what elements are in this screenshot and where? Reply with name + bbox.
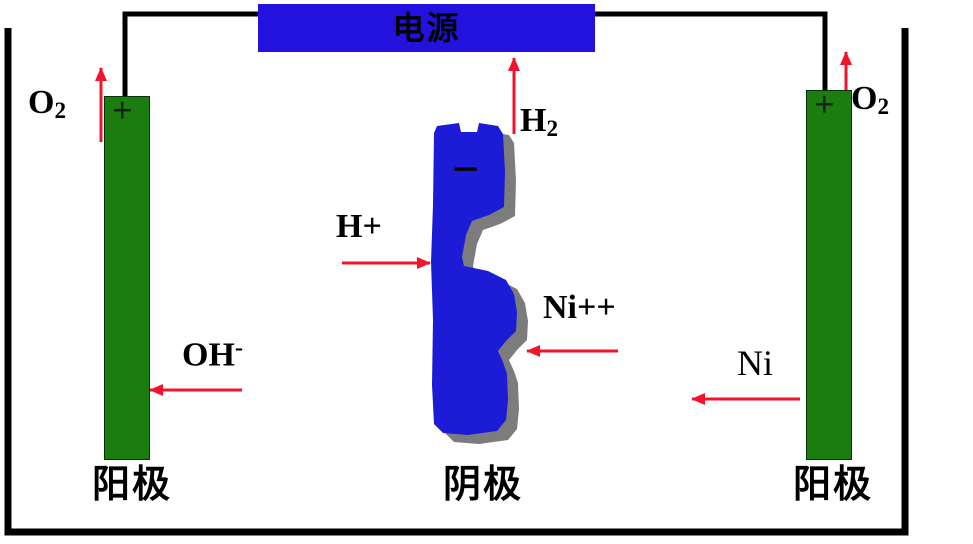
left-anode-plus-sign: + bbox=[112, 90, 133, 130]
right-anode-electrode bbox=[806, 90, 852, 460]
oh-ion-label: OH- bbox=[182, 334, 244, 374]
left-anode-name: 阳极 bbox=[92, 464, 173, 506]
right-anode-plus-sign: + bbox=[814, 84, 835, 124]
left-anode-electrode bbox=[104, 96, 150, 460]
power-supply-label: 电源 bbox=[392, 10, 461, 46]
tank-outline bbox=[4, 28, 909, 536]
cathode-name: 阴极 bbox=[443, 464, 524, 506]
o2-label-right: O2 bbox=[851, 80, 890, 121]
right-anode-name: 阳极 bbox=[793, 464, 874, 506]
o2-label-left: O2 bbox=[28, 84, 67, 125]
ni-ion-label: Ni++ bbox=[543, 289, 616, 326]
cathode-minus-sign: − bbox=[452, 143, 480, 196]
cathode-workpiece bbox=[431, 123, 517, 435]
h2-label: H2 bbox=[520, 102, 559, 143]
power-supply-box: 电源 bbox=[258, 4, 595, 52]
h-ion-label: H+ bbox=[336, 208, 382, 245]
left-wire bbox=[122, 11, 262, 100]
right-wire bbox=[592, 11, 828, 95]
ni-metal-label: Ni bbox=[737, 343, 773, 383]
